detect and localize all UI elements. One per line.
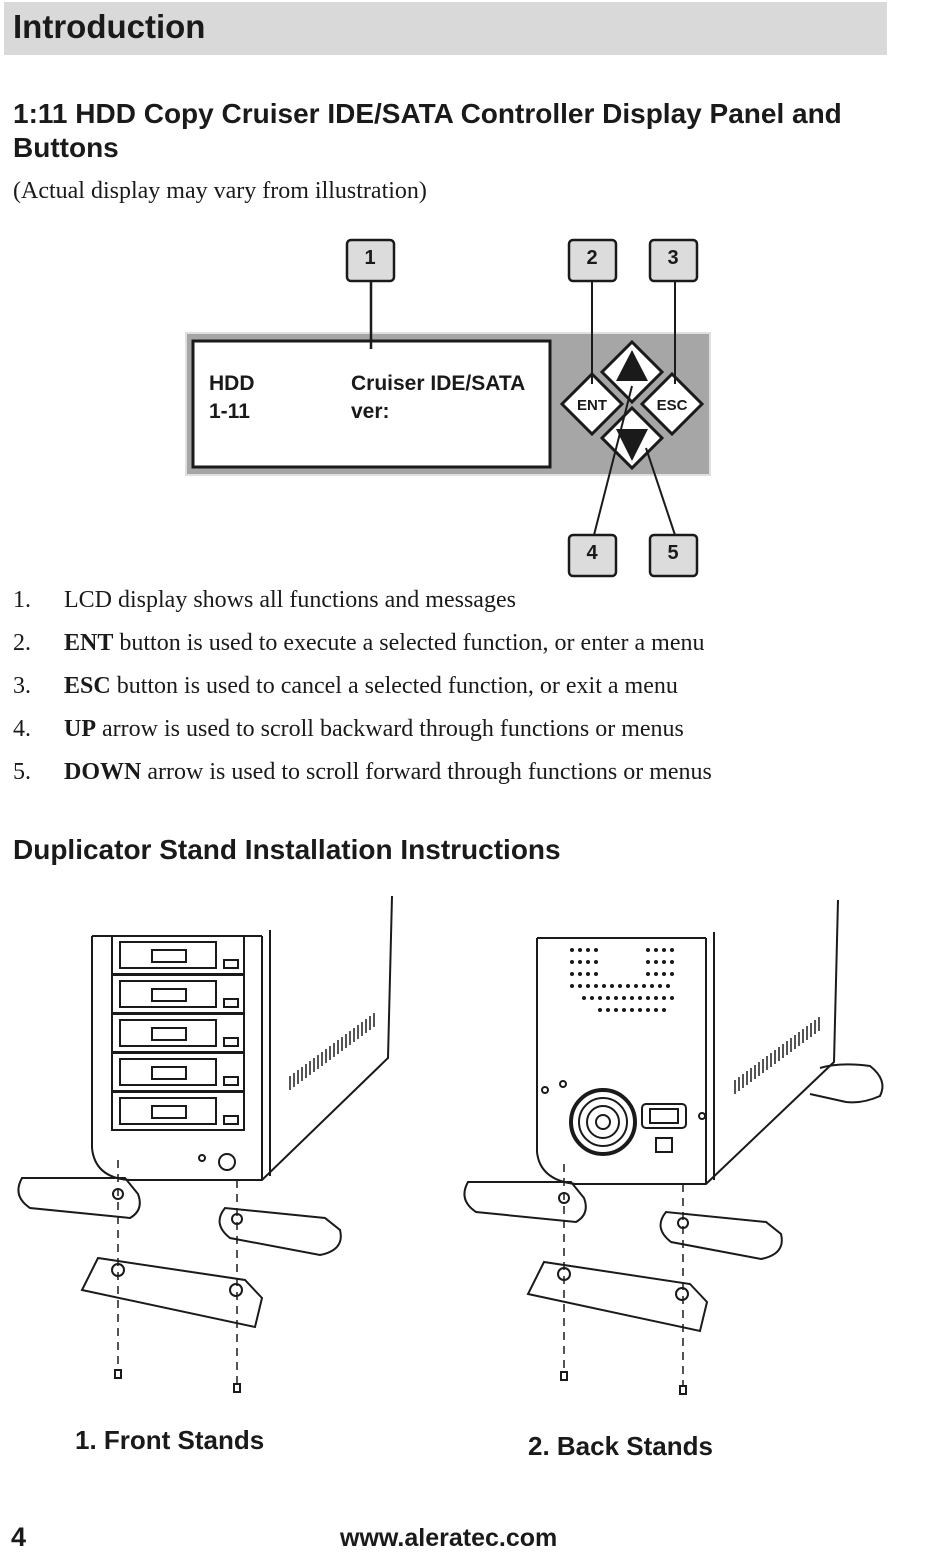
caption-back-stands: 2. Back Stands: [528, 1431, 713, 1461]
list-item: 2. ENT button is used to execute a selec…: [13, 630, 705, 656]
esc-button[interactable]: ESC: [639, 371, 705, 437]
display-note: (Actual display may vary from illustrati…: [13, 178, 427, 204]
callout-3: 3: [648, 238, 699, 283]
lcd-display: [191, 339, 552, 469]
list-item: 5. DOWN arrow is used to scroll forward …: [13, 759, 712, 785]
caption-front-stands: 1. Front Stands: [75, 1425, 265, 1455]
lcd-line2-left: 1-11: [209, 400, 250, 423]
callout-4: 4: [567, 533, 618, 578]
button-description-list: 1. LCD display shows all functions and m…: [13, 584, 913, 799]
down-arrow-icon: [616, 429, 648, 461]
up-arrow-icon: [616, 350, 648, 381]
up-arrow-button[interactable]: [599, 339, 665, 405]
back-stands-illustration: [463, 899, 884, 1395]
ent-button[interactable]: ENT: [559, 371, 625, 437]
list-item: 4. UP arrow is used to scroll backward t…: [13, 716, 684, 742]
display-panel-illustration: HDD Cruiser IDE/SATA 1-11 ver: ENT ESC 1…: [185, 238, 711, 578]
list-item: 3. ESC button is used to cancel a select…: [13, 673, 678, 699]
lcd-line2-right: ver:: [351, 400, 390, 423]
lcd-line1-left: HDD: [209, 372, 255, 395]
page-title: Introduction: [13, 8, 206, 45]
ent-label: ENT: [577, 397, 607, 414]
front-stands-illustration: [17, 895, 393, 1393]
svg-text:5: 5: [667, 542, 678, 564]
footer-url: www.aleratec.com: [340, 1524, 558, 1552]
callout-1: 1: [345, 238, 396, 283]
lcd-line1-right: Cruiser IDE/SATA: [351, 372, 525, 395]
esc-label: ESC: [657, 397, 688, 414]
header-bar: Introduction: [4, 2, 887, 55]
section-title-stand-installation: Duplicator Stand Installation Instructio…: [13, 834, 561, 865]
section-title-display-panel: 1:11 HDD Copy Cruiser IDE/SATA Controlle…: [13, 98, 842, 163]
svg-text:2: 2: [586, 247, 597, 269]
callout-5: 5: [648, 533, 699, 578]
page-number: 4: [11, 1522, 27, 1552]
svg-text:1: 1: [364, 247, 375, 269]
list-item: 1. LCD display shows all functions and m…: [13, 587, 516, 613]
svg-text:3: 3: [667, 247, 678, 269]
callout-2: 2: [567, 238, 618, 283]
svg-text:4: 4: [586, 542, 598, 564]
